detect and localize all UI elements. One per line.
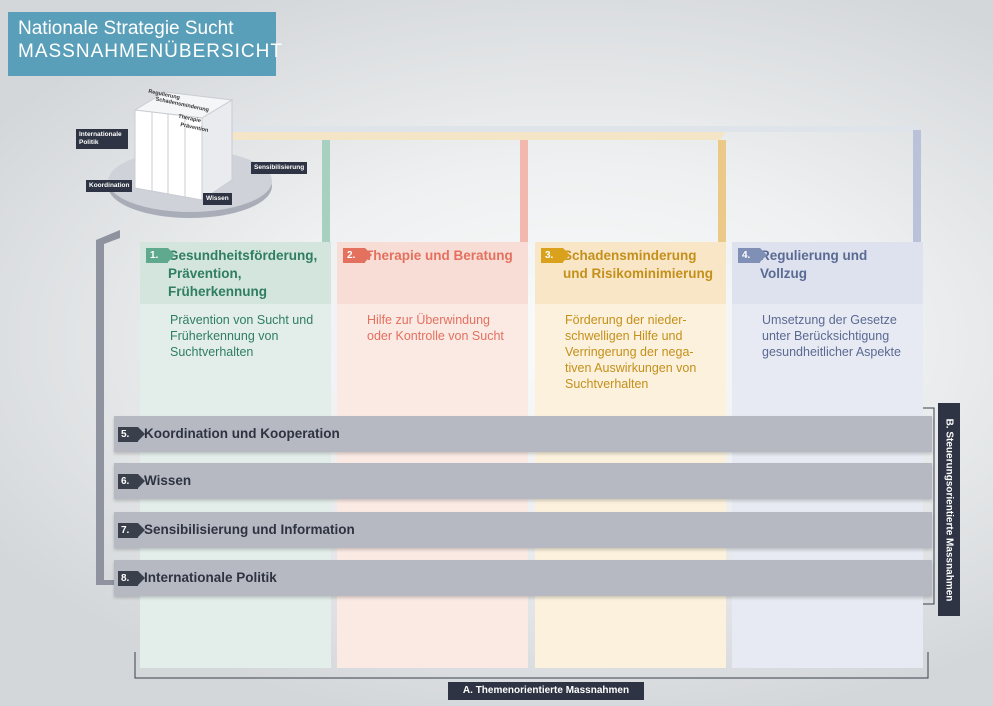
column-4: 4. Regulierung und Vollzug Umsetzung der… — [732, 242, 923, 668]
column-4-title: Regulierung und Vollzug — [760, 248, 868, 281]
row-wissen: 6. Wissen — [114, 463, 932, 499]
column-2-number: 2. — [343, 248, 372, 263]
row-7-label: Sensibilisierung und Information — [144, 522, 355, 537]
title-box: Nationale Strategie Sucht MASSNAHMENÜBER… — [8, 12, 283, 76]
row-koordination: 5. Koordination und Kooperation — [114, 416, 932, 452]
left-bracket — [96, 230, 120, 585]
column-3-description: Förderung der nieder-schwelligen Hilfe u… — [565, 313, 697, 391]
column-3-header: 3. Schadensminderung und Risikominimieru… — [535, 242, 726, 304]
column-2-title: Therapie und Beratung — [365, 248, 513, 263]
row-8-number: 8. — [118, 571, 145, 586]
b-label-box: B. Steuerungsorientierte Massnahmen — [938, 403, 960, 616]
b-bracket — [918, 407, 935, 605]
column-4-header: 4. Regulierung und Vollzug — [732, 242, 923, 304]
cube-side — [201, 99, 233, 201]
row-sensibilisierung: 7. Sensibilisierung und Information — [114, 512, 932, 548]
tag-internationale: Internationale Politik — [76, 129, 128, 149]
row-8-label: Internationale Politik — [144, 570, 277, 585]
row-7-number: 7. — [118, 523, 145, 538]
column-1-description: Prävention von Sucht und Früherkennung v… — [170, 313, 314, 359]
row-6-number: 6. — [118, 474, 145, 489]
column-2-description: Hilfe zur Überwindung oder Kontrolle von… — [367, 313, 504, 343]
top-bar-mid — [205, 132, 726, 140]
tag-wissen: Wissen — [203, 193, 232, 205]
connector-3 — [718, 140, 726, 244]
connector-2 — [520, 140, 528, 244]
column-4-number: 4. — [738, 248, 767, 263]
column-3-number: 3. — [541, 248, 570, 263]
column-3: 3. Schadensminderung und Risikominimieru… — [535, 242, 726, 668]
column-2: 2. Therapie und Beratung Hilfe zur Überw… — [337, 242, 528, 668]
tag-sensibilisierung: Sensibilisierung — [251, 162, 308, 174]
column-1-header: 1. Gesundheitsförderung, Prävention, Frü… — [140, 242, 331, 304]
column-1-number: 1. — [146, 248, 175, 263]
row-5-label: Koordination und Kooperation — [144, 426, 340, 441]
column-2-header: 2. Therapie und Beratung — [337, 242, 528, 304]
row-6-label: Wissen — [144, 473, 192, 488]
top-bar-right — [205, 126, 920, 132]
column-1: 1. Gesundheitsförderung, Prävention, Frü… — [140, 242, 331, 668]
a-bracket — [134, 652, 929, 679]
title-line2: MASSNAHMENÜBERSICHT — [18, 41, 283, 62]
row-5-number: 5. — [118, 427, 145, 442]
column-3-title: Schadensminderung und Risikominimierung — [563, 248, 714, 281]
b-label: B. Steuerungsorientierte Massnahmen — [943, 418, 955, 601]
a-label: A. Themenorientierte Massnahmen — [448, 682, 644, 700]
tag-koordination: Koordination — [86, 180, 133, 192]
row-internationale-politik: 8. Internationale Politik — [114, 560, 932, 596]
connector-4 — [913, 130, 921, 244]
title-line1: Nationale Strategie Sucht — [18, 18, 234, 39]
column-1-title: Gesundheitsförderung, Prävention, Früher… — [168, 248, 318, 299]
connector-1 — [322, 140, 330, 244]
column-4-description: Umsetzung der Gesetze unter Berücksichti… — [762, 313, 901, 359]
